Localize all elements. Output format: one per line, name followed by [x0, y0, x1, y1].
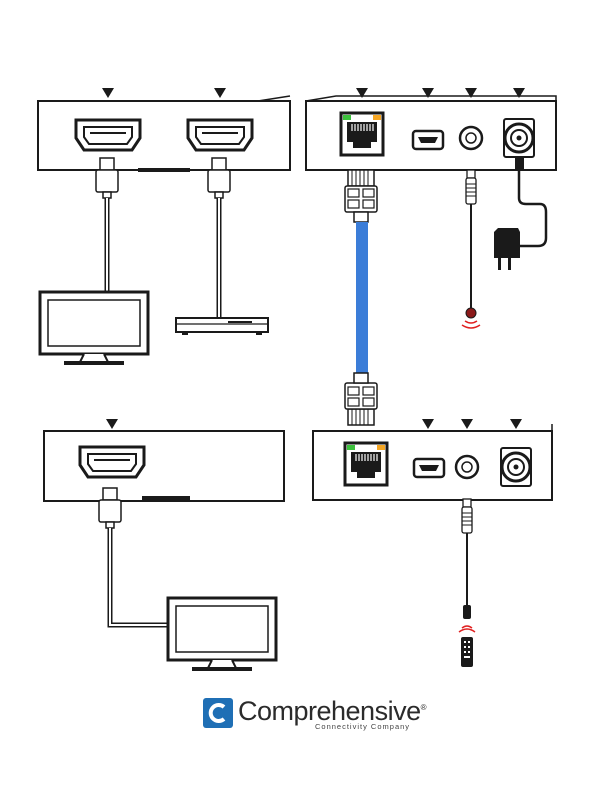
- bottom-right-device: [313, 419, 552, 500]
- brand-tagline: Connectivity Company: [315, 722, 410, 731]
- source-box: [176, 318, 268, 335]
- bottom-left-device: [44, 419, 284, 501]
- arrow-indicator: [510, 419, 522, 429]
- cat-cable: [345, 170, 377, 425]
- power-adapter: [494, 157, 546, 270]
- hdmi-cable: [99, 488, 168, 625]
- comprehensive-logo-icon: [203, 698, 233, 728]
- hdmi-cable: [96, 158, 118, 292]
- hdmi-cable: [208, 158, 230, 318]
- registered-mark: ®: [421, 703, 426, 712]
- ir-receiver: [462, 170, 480, 328]
- arrow-indicator: [102, 88, 114, 98]
- arrow-indicator: [461, 419, 473, 429]
- monitor: [40, 292, 148, 365]
- monitor: [168, 598, 276, 671]
- arrow-indicator: [214, 88, 226, 98]
- arrow-indicator: [106, 419, 118, 429]
- arrow-indicator: [422, 419, 434, 429]
- top-left-device: [38, 88, 290, 172]
- ir-blaster: [459, 499, 475, 667]
- rj45-port: [345, 443, 387, 485]
- rj45-port: [341, 113, 383, 155]
